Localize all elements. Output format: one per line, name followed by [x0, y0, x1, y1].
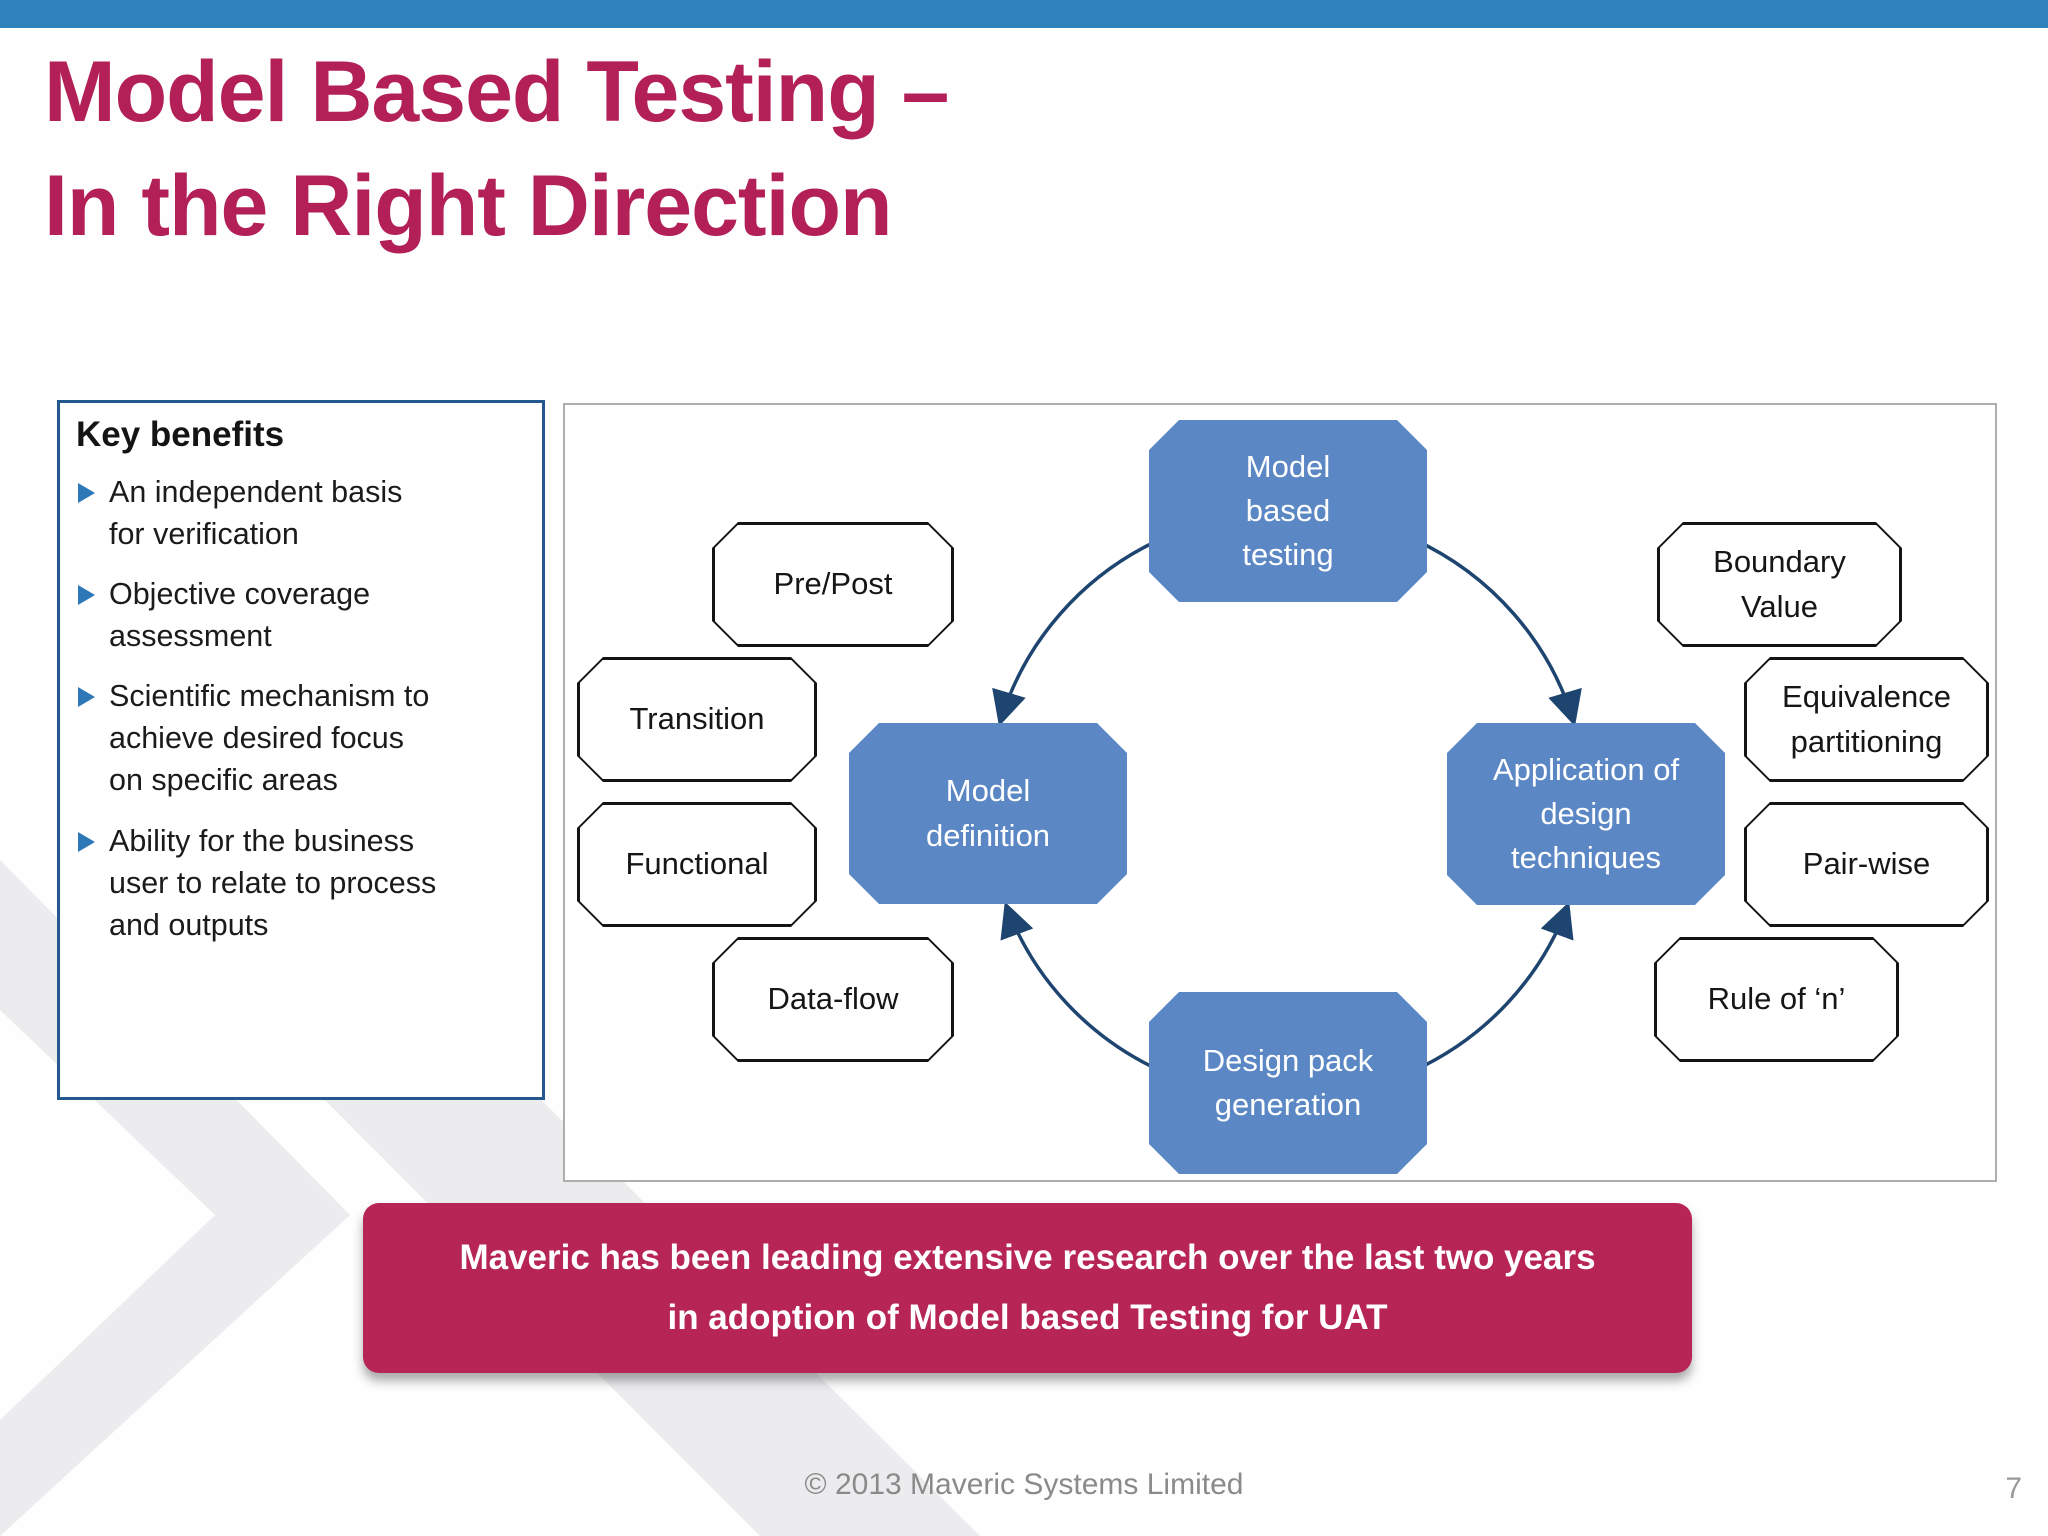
technique-label: Pair-wise — [1802, 846, 1931, 882]
technique-label: Transition — [629, 701, 765, 737]
technique-transition: Transition — [577, 657, 817, 782]
benefit-text: Ability for the business user to relate … — [109, 823, 437, 942]
list-item: Objective coverage assessment — [76, 573, 528, 657]
list-item: Scientific mechanism to achieve desired … — [76, 675, 528, 801]
key-benefits-panel: Key benefits An independent basis for ve… — [57, 400, 545, 1100]
octagon-shape — [1149, 420, 1427, 602]
arrow-mbt-to-model-definition — [992, 537, 1162, 727]
page-title: Model Based Testing – In the Right Direc… — [44, 36, 949, 263]
octagon-shape — [849, 723, 1127, 904]
bullet-triangle-icon — [78, 585, 95, 606]
technique-boundary-value: Boundary Value — [1657, 522, 1902, 647]
node-label: Model definition — [925, 773, 1051, 853]
benefit-text: Objective coverage assessment — [109, 577, 371, 654]
node-label: Design pack generation — [1202, 1042, 1374, 1122]
slide-number: 7 — [2005, 1472, 2022, 1505]
page-title-line1: Model Based Testing – — [44, 44, 949, 140]
copyright-footer: © 2013 Maveric Systems Limited — [804, 1468, 1244, 1501]
bullet-triangle-icon — [78, 483, 95, 503]
technique-functional: Functional — [577, 802, 817, 927]
banner-line2: in adoption of Model based Testing for U… — [667, 1298, 1388, 1337]
technique-label: Data-flow — [767, 981, 899, 1017]
research-banner: Maveric has been leading extensive resea… — [363, 1203, 1692, 1373]
technique-pre-post: Pre/Post — [712, 522, 954, 647]
technique-label: Boundary Value — [1713, 544, 1846, 624]
key-benefits-heading: Key benefits — [76, 415, 285, 454]
arrow-mbt-to-application — [1412, 537, 1582, 727]
node-design-pack-generation: Design pack generation — [1149, 992, 1427, 1174]
octagon-shape — [1744, 802, 1989, 927]
top-accent-bar — [0, 0, 2048, 28]
arrow-design-pack-to-application — [1412, 901, 1574, 1073]
node-model-based-testing: Model based testing — [1149, 420, 1427, 602]
node-application-of-design-techniques: Application of design techniques — [1447, 723, 1725, 905]
cycle-arrows-svg — [992, 537, 1582, 1073]
octagon-shape — [1657, 522, 1902, 647]
octagon-shape — [1149, 992, 1427, 1174]
technique-label: Equivalence partitioning — [1782, 679, 1951, 759]
bullet-triangle-icon — [78, 687, 95, 708]
technique-equivalence-partitioning: Equivalence partitioning — [1744, 657, 1989, 782]
node-label: Application of design techniques — [1492, 751, 1680, 875]
octagon-shape — [1447, 723, 1725, 905]
bullet-triangle-icon — [78, 831, 95, 852]
arrow-design-pack-to-model-definition — [1000, 901, 1162, 1073]
octagon-shape — [1654, 937, 1899, 1062]
octagon-shape — [712, 937, 954, 1062]
technique-label: Rule of ‘n’ — [1707, 981, 1846, 1017]
technique-rule-of-n: Rule of ‘n’ — [1654, 937, 1899, 1062]
technique-pair-wise: Pair-wise — [1744, 802, 1989, 927]
benefit-text: Scientific mechanism to achieve desired … — [109, 679, 430, 798]
mbt-cycle-diagram: Model based testing Model definition App… — [563, 403, 1997, 1182]
technique-label: Functional — [625, 846, 769, 882]
banner-line1: Maveric has been leading extensive resea… — [459, 1237, 1596, 1277]
octagon-shape — [1744, 657, 1989, 782]
node-label: Model based testing — [1242, 448, 1334, 572]
octagon-shape — [577, 802, 817, 927]
octagon-shape — [577, 657, 817, 782]
list-item: An independent basis for verification — [76, 471, 528, 555]
page-title-line2: In the Right Direction — [44, 157, 893, 254]
node-model-definition: Model definition — [849, 723, 1127, 904]
technique-label: Pre/Post — [773, 566, 893, 602]
benefit-text: An independent basis for verification — [109, 475, 403, 552]
list-item: Ability for the business user to relate … — [76, 820, 528, 946]
technique-data-flow: Data-flow — [712, 937, 954, 1062]
octagon-shape — [712, 522, 954, 647]
